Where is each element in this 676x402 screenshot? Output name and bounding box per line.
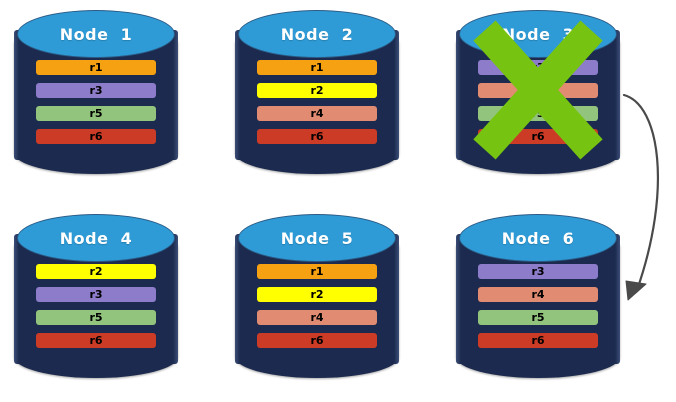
cylinder-top-ellipse	[17, 10, 175, 58]
cylinder-top-ellipse	[459, 214, 617, 262]
cylinder-left-edge	[456, 30, 461, 160]
cylinder-left-edge	[14, 30, 19, 160]
replica-list: r2 r3 r5 r6	[36, 264, 156, 356]
replica-label: r6	[531, 334, 545, 347]
replica-bar[interactable]: r1	[257, 264, 377, 279]
replica-label: r2	[310, 288, 324, 301]
node-title: Node 2	[280, 24, 354, 44]
cylinder-left-edge	[235, 234, 240, 364]
cylinder-right-edge	[394, 30, 399, 160]
replica-bar[interactable]: r2	[257, 83, 377, 98]
replica-bar[interactable]: r1	[36, 60, 156, 75]
replica-label: r6	[89, 130, 103, 143]
cylinder-left-edge	[456, 234, 461, 364]
node-3[interactable]: Node 3 r3 r4 r5 r6	[456, 8, 620, 188]
replica-label: r6	[89, 334, 103, 347]
node-1[interactable]: Node 1 r1 r3 r5 r6	[14, 8, 178, 188]
replica-label: r6	[310, 130, 324, 143]
replica-bar[interactable]: r3	[478, 60, 598, 75]
node-title: Node 3	[501, 24, 575, 44]
replica-label: r5	[531, 311, 545, 324]
node-title: Node 1	[59, 24, 133, 44]
replica-bar[interactable]: r4	[257, 310, 377, 325]
replica-bar[interactable]: r5	[478, 106, 598, 121]
replica-bar[interactable]: r6	[478, 129, 598, 144]
replica-bar[interactable]: r4	[478, 83, 598, 98]
cylinder-top-ellipse	[238, 214, 396, 262]
replica-bar[interactable]: r4	[257, 106, 377, 121]
replica-label: r4	[531, 84, 545, 97]
replica-bar[interactable]: r3	[36, 83, 156, 98]
failover-arrowhead	[625, 280, 647, 301]
node-title: Node 5	[280, 228, 354, 248]
node-5[interactable]: Node 5 r1 r2 r4 r6	[235, 212, 399, 392]
replica-list: r3 r4 r5 r6	[478, 264, 598, 356]
replica-list: r1 r2 r4 r6	[257, 60, 377, 152]
replica-label: r5	[89, 311, 103, 324]
replica-bar[interactable]: r5	[478, 310, 598, 325]
cylinder-left-edge	[14, 234, 19, 364]
node-4[interactable]: Node 4 r2 r3 r5 r6	[14, 212, 178, 392]
replica-bar[interactable]: r6	[36, 333, 156, 348]
replica-bar[interactable]: r5	[36, 106, 156, 121]
replica-label: r6	[531, 130, 545, 143]
replica-bar[interactable]: r6	[257, 129, 377, 144]
replica-label: r3	[89, 84, 103, 97]
replica-label: r2	[310, 84, 324, 97]
replica-label: r2	[89, 265, 103, 278]
cylinder-top-ellipse	[238, 10, 396, 58]
replica-bar[interactable]: r6	[257, 333, 377, 348]
cylinder-right-edge	[173, 30, 178, 160]
replica-list: r1 r2 r4 r6	[257, 264, 377, 356]
node-title: Node 6	[501, 228, 575, 248]
replica-bar[interactable]: r6	[478, 333, 598, 348]
replica-bar[interactable]: r4	[478, 287, 598, 302]
replica-bar[interactable]: r6	[36, 129, 156, 144]
cylinder-left-edge	[235, 30, 240, 160]
cylinder-top-ellipse	[17, 214, 175, 262]
replica-list: r3 r4 r5 r6	[478, 60, 598, 152]
cylinder-right-edge	[394, 234, 399, 364]
replica-label: r4	[310, 311, 324, 324]
replica-label: r3	[531, 265, 545, 278]
cylinder-right-edge	[615, 30, 620, 160]
cylinder-right-edge	[615, 234, 620, 364]
node-2[interactable]: Node 2 r1 r2 r4 r6	[235, 8, 399, 188]
replica-label: r5	[89, 107, 103, 120]
node-title: Node 4	[59, 228, 133, 248]
replica-bar[interactable]: r3	[478, 264, 598, 279]
replica-bar[interactable]: r1	[257, 60, 377, 75]
replica-label: r3	[531, 61, 545, 74]
replica-label: r4	[531, 288, 545, 301]
replica-label: r1	[310, 61, 324, 74]
replica-label: r4	[310, 107, 324, 120]
failover-arrow-path	[622, 93, 659, 292]
cylinder-right-edge	[173, 234, 178, 364]
replica-label: r1	[89, 61, 103, 74]
replica-bar[interactable]: r5	[36, 310, 156, 325]
replica-label: r1	[310, 265, 324, 278]
replica-label: r3	[89, 288, 103, 301]
replica-label: r6	[310, 334, 324, 347]
node-6[interactable]: Node 6 r3 r4 r5 r6	[456, 212, 620, 392]
replica-bar[interactable]: r3	[36, 287, 156, 302]
replica-bar[interactable]: r2	[257, 287, 377, 302]
replica-bar[interactable]: r2	[36, 264, 156, 279]
replica-list: r1 r3 r5 r6	[36, 60, 156, 152]
replica-label: r5	[531, 107, 545, 120]
